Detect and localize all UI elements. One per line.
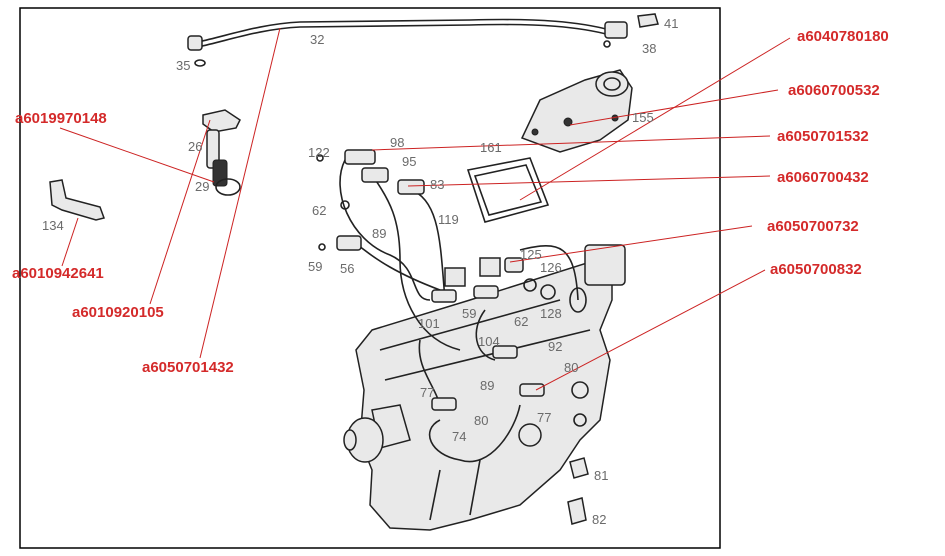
callout-80: 80 (564, 360, 578, 375)
part-number-labels[interactable]: a6040780180 a6060700532 a6050701532 a606… (12, 28, 889, 376)
part-number-a6050701532[interactable]: a6050701532 (777, 128, 869, 145)
diagram-frame (19, 7, 721, 549)
callout-62: 62 (312, 203, 326, 218)
callout-62b: 62 (514, 314, 528, 329)
callout-125: 125 (520, 247, 542, 262)
part-number-a6010942641[interactable]: a6010942641 (12, 265, 104, 282)
callout-155: 155 (632, 110, 654, 125)
leak-off-hose-32 (187, 13, 659, 67)
callout-74: 74 (452, 429, 466, 444)
callout-134: 134 (42, 218, 64, 233)
callout-numbers: 41 38 32 35 155 161 98 122 95 83 26 29 1… (42, 16, 678, 527)
pipe-fittings (316, 149, 589, 525)
part-number-a6050700832[interactable]: a6050700832 (770, 261, 862, 278)
callout-83: 83 (430, 177, 444, 192)
callout-89: 89 (372, 226, 386, 241)
callout-122: 122 (308, 145, 330, 160)
fitting-26 (202, 109, 241, 196)
callout-161: 161 (480, 140, 502, 155)
part-number-a6060700432[interactable]: a6060700432 (777, 169, 869, 186)
gasket-161 (466, 157, 550, 223)
part-number-a6060700532[interactable]: a6060700532 (788, 82, 880, 99)
part-number-a6050701432[interactable]: a6050701432 (142, 359, 234, 376)
callout-82: 82 (592, 512, 606, 527)
callout-32: 32 (310, 32, 324, 47)
callout-26: 26 (188, 139, 202, 154)
part-number-a6010920105[interactable]: a6010920105 (72, 304, 164, 321)
callout-41: 41 (664, 16, 678, 31)
callout-35: 35 (176, 58, 190, 73)
callout-92: 92 (548, 339, 562, 354)
callout-77: 77 (420, 385, 434, 400)
callout-29: 29 (195, 179, 209, 194)
callout-80b: 80 (474, 413, 488, 428)
callout-104: 104 (478, 334, 500, 349)
callout-59: 59 (308, 259, 322, 274)
fuel-lines (339, 159, 579, 463)
callout-38: 38 (642, 41, 656, 56)
callout-126: 126 (540, 260, 562, 275)
callout-56: 56 (340, 261, 354, 276)
part-number-a6019970148[interactable]: a6019970148 (15, 110, 107, 127)
part-number-a6040780180[interactable]: a6040780180 (797, 28, 889, 45)
bracket-134 (49, 179, 105, 221)
callout-95: 95 (402, 154, 416, 169)
callout-77b: 77 (537, 410, 551, 425)
callout-89b: 89 (480, 378, 494, 393)
callout-98: 98 (390, 135, 404, 150)
thermostat-housing (520, 69, 633, 153)
callout-81: 81 (594, 468, 608, 483)
callout-119: 119 (438, 212, 459, 227)
part-number-a6050700732[interactable]: a6050700732 (767, 218, 859, 235)
leader-lines (59, 27, 791, 391)
callout-101: 101 (418, 316, 440, 331)
callout-59b: 59 (462, 306, 476, 321)
callout-128: 128 (540, 306, 562, 321)
injection-pump-body (343, 244, 626, 531)
